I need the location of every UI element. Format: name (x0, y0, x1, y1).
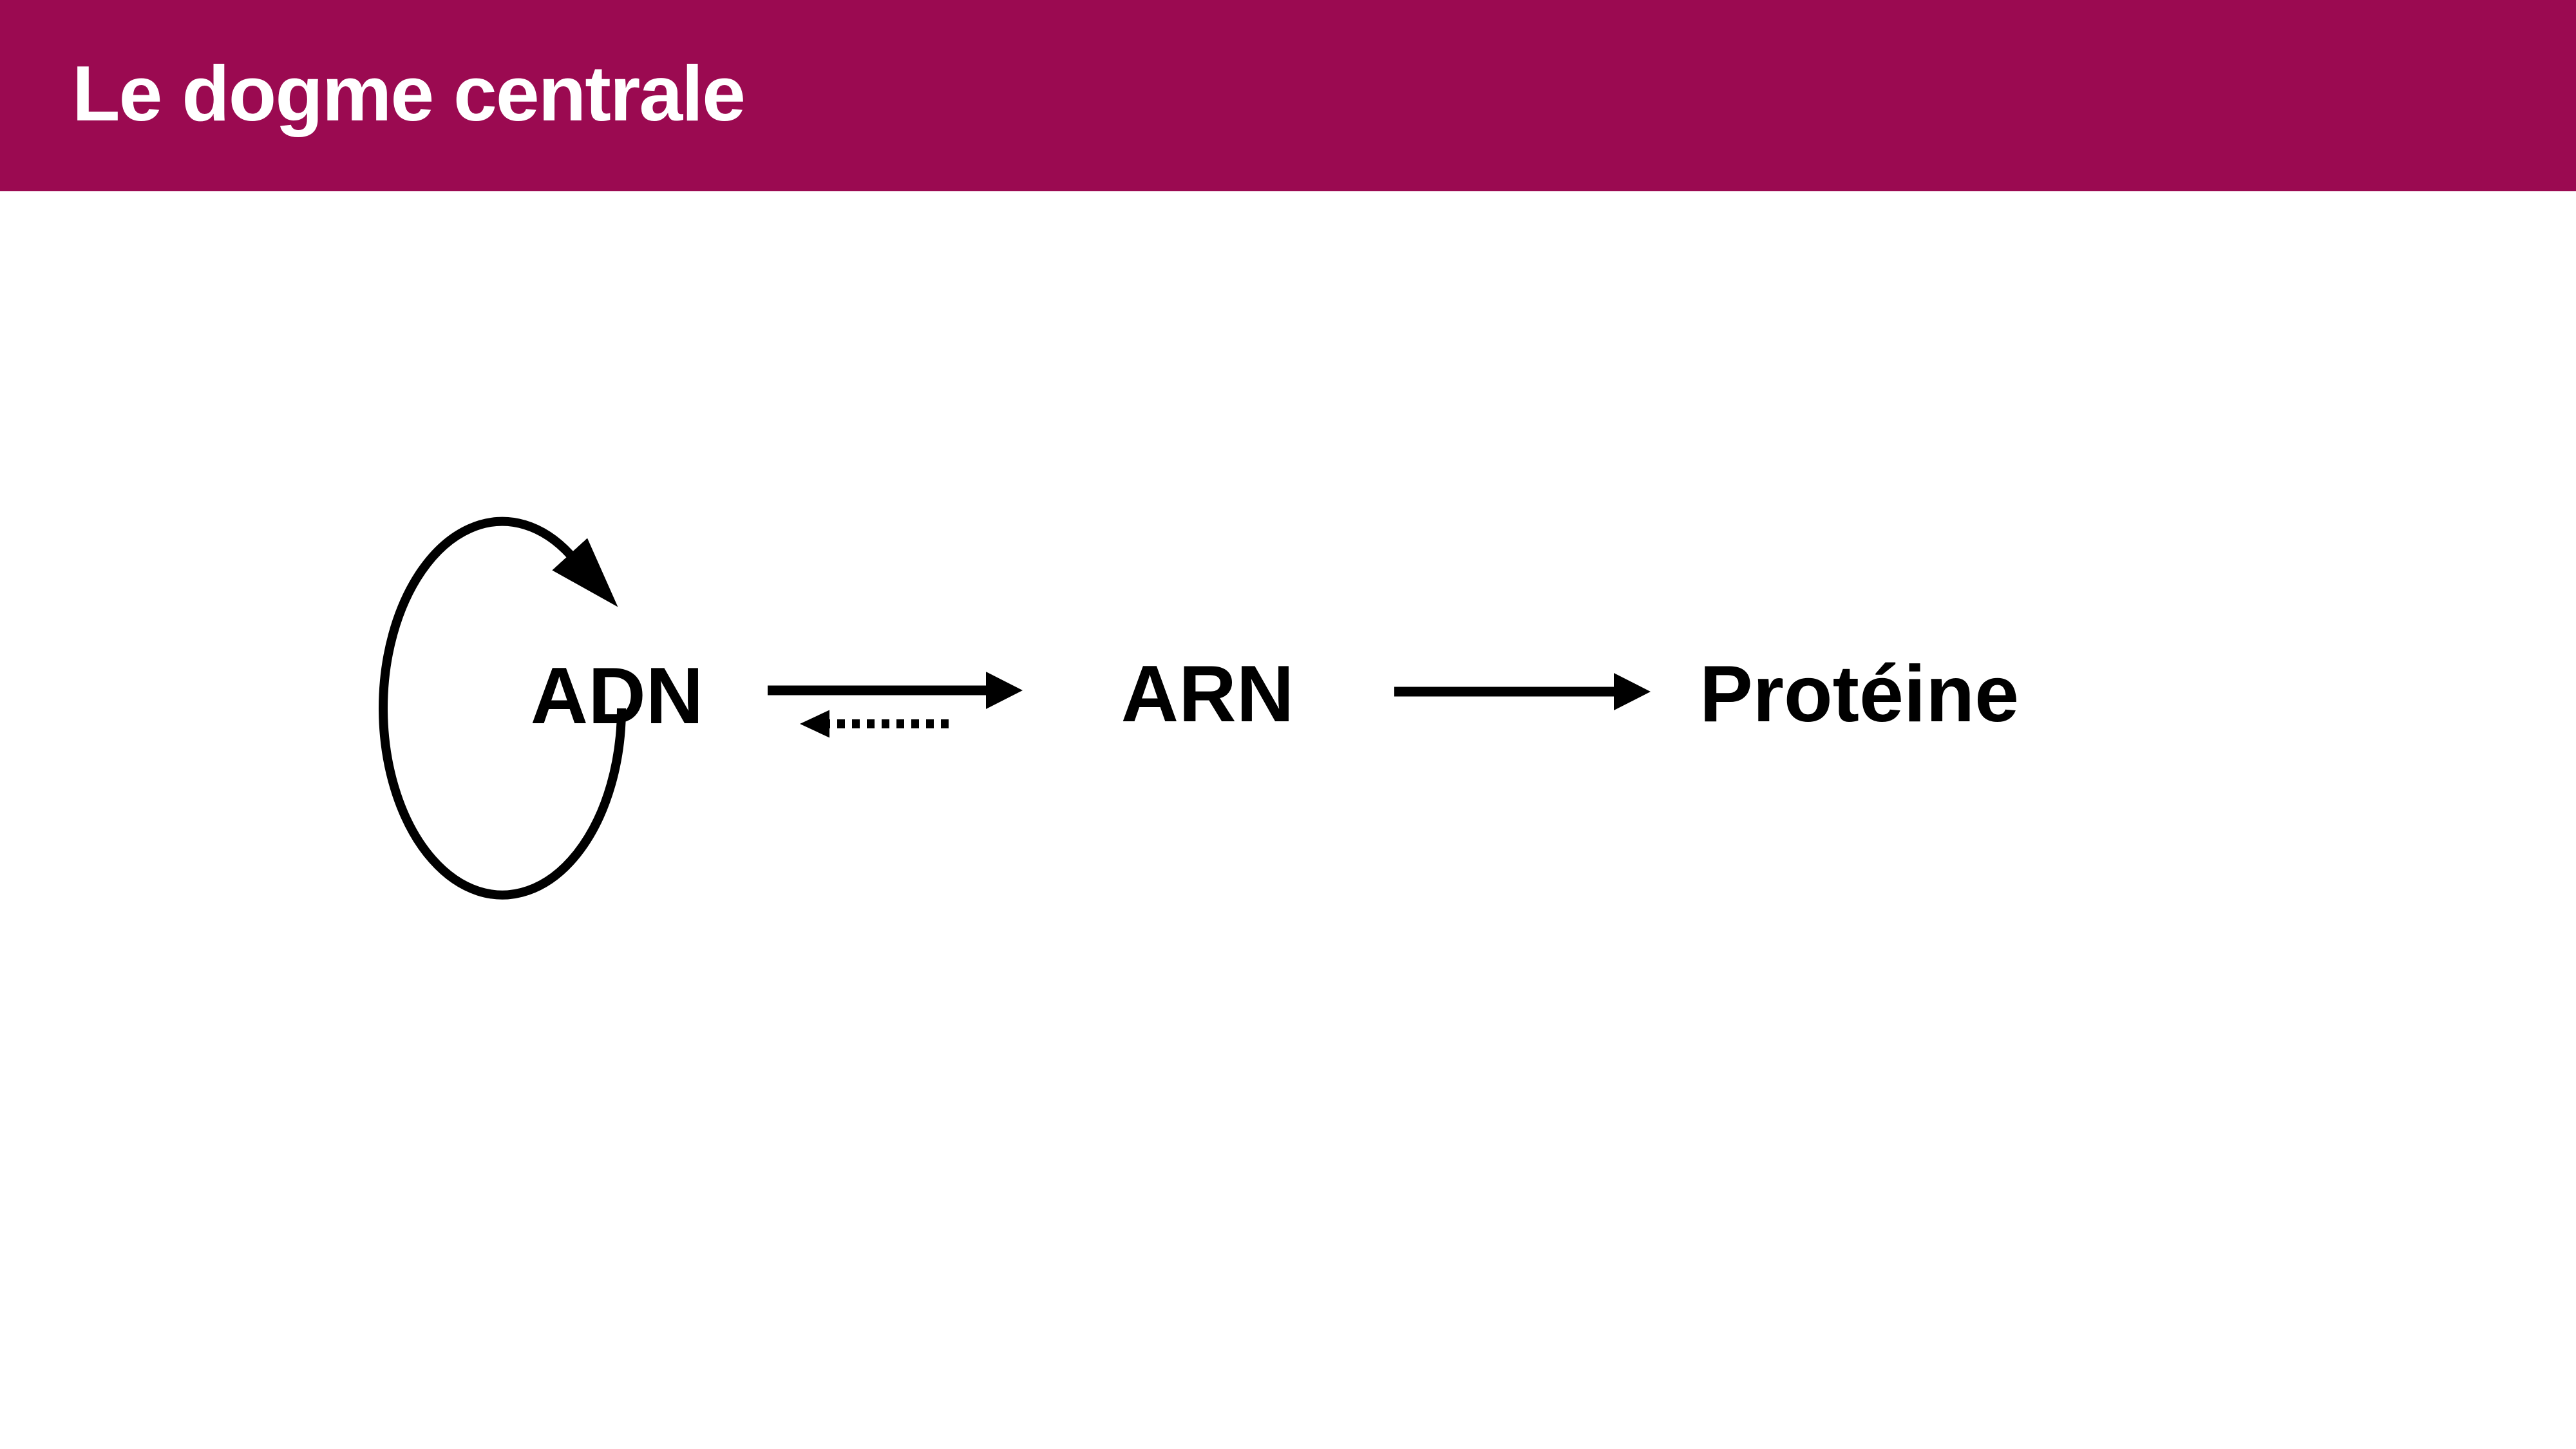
node-label-arn: ARN (1121, 650, 1294, 739)
node-label-adn: ADN (531, 652, 704, 741)
node-label-proteine: Protéine (1700, 650, 2019, 739)
page-title: Le dogme centrale (72, 50, 746, 137)
replication-loop-arrow (379, 516, 626, 900)
header-bar: Le dogme centrale (0, 0, 2576, 191)
